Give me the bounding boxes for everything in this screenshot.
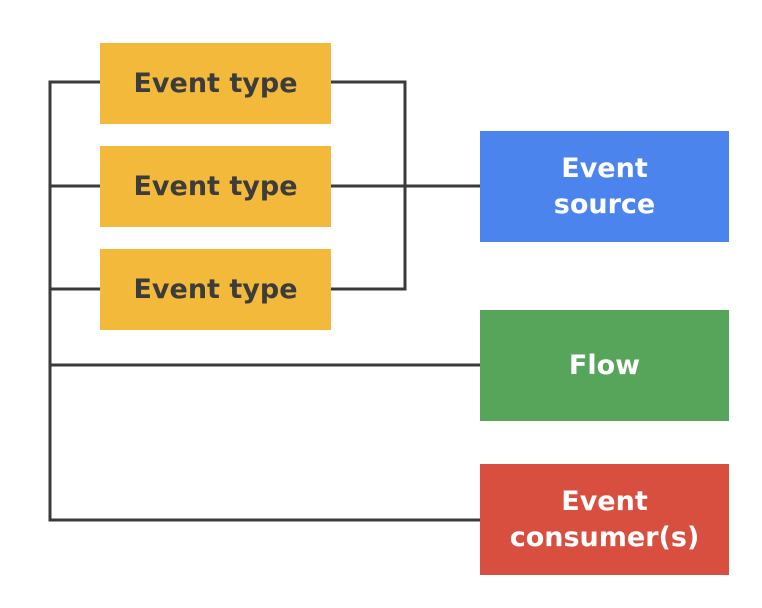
event-source-label-line1: Event bbox=[561, 153, 648, 185]
flow-label: Flow bbox=[568, 349, 641, 381]
event-type-box-1: Event type bbox=[100, 43, 331, 124]
event-source-box: Event source bbox=[480, 131, 729, 242]
event-type-box-3: Event type bbox=[100, 249, 331, 330]
event-type-label-1: Event type bbox=[133, 67, 298, 99]
event-type-label-3: Event type bbox=[133, 273, 298, 305]
event-source-label-line2: source bbox=[553, 188, 656, 220]
event-consumer-label-line2: consumer(s) bbox=[509, 521, 700, 553]
event-type-label-2: Event type bbox=[133, 170, 298, 202]
event-consumer-label-line1: Event bbox=[561, 486, 648, 518]
flow-box: Flow bbox=[480, 310, 729, 421]
event-consumer-box: Event consumer(s) bbox=[480, 464, 729, 575]
event-type-box-2: Event type bbox=[100, 146, 331, 227]
